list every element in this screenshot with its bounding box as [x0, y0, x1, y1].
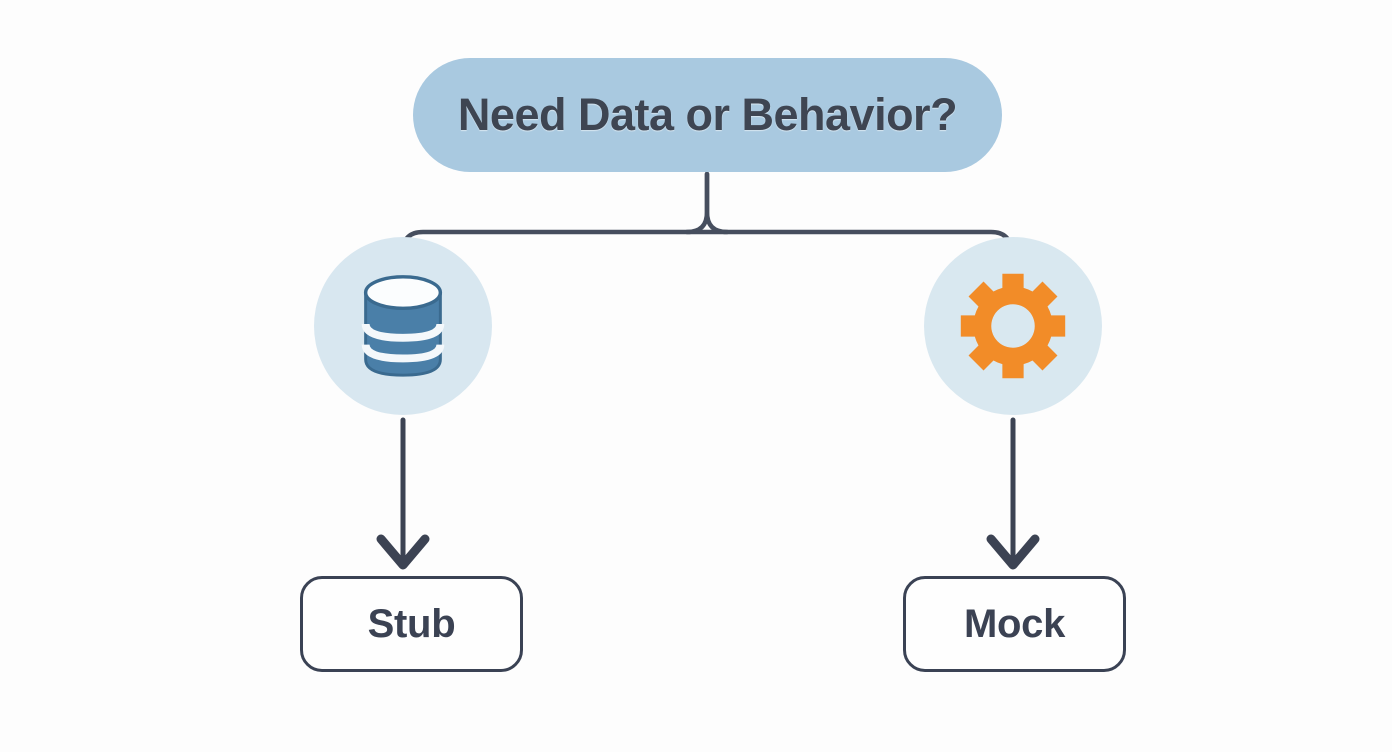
outcome-node-mock[interactable]: Mock	[903, 576, 1126, 672]
database-icon	[361, 275, 445, 377]
branch-icon-circle-data[interactable]	[314, 237, 492, 415]
outcome-node-mock-label: Mock	[963, 601, 1066, 646]
outcome-node-stub[interactable]: Stub	[300, 576, 523, 672]
arrow-head-stub	[376, 534, 430, 570]
connector-stem-right-half	[704, 171, 730, 235]
outcome-node-stub-label: Stub	[367, 601, 456, 646]
arrow-head-mock	[986, 534, 1040, 570]
connector-branch-bar	[400, 229, 1014, 255]
branch-icon-circle-behavior[interactable]	[924, 237, 1102, 415]
gear-icon	[960, 273, 1066, 379]
decision-node[interactable]: Need Data or Behavior?	[413, 58, 1002, 172]
decision-node-label: Need Data or Behavior?	[457, 89, 958, 140]
connector-stem-left-half	[684, 171, 710, 235]
